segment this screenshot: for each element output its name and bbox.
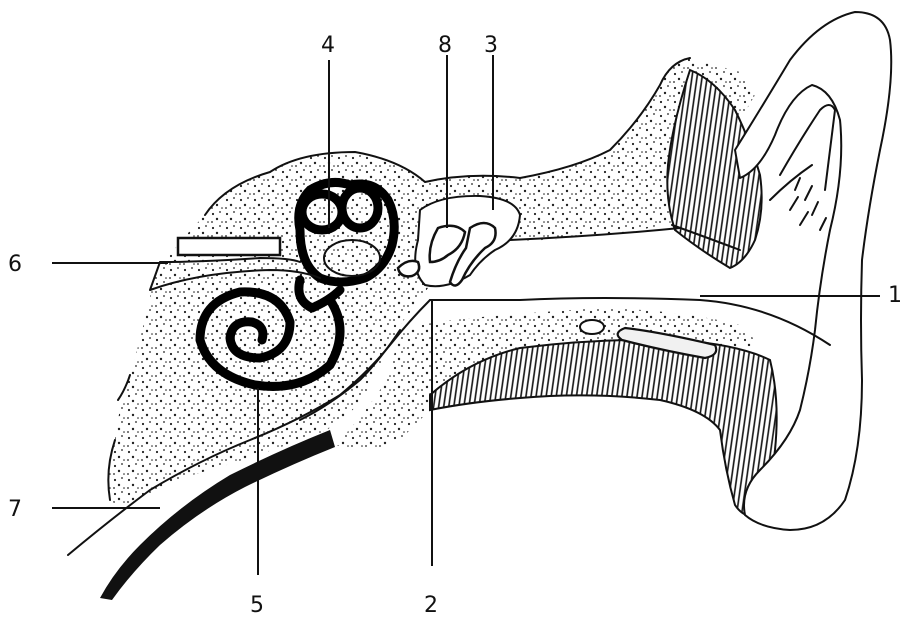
label-4: 4 xyxy=(321,33,335,58)
label-3: 3 xyxy=(484,33,498,58)
label-5: 5 xyxy=(250,593,264,618)
label-2: 2 xyxy=(424,593,438,618)
small-bone-nodule xyxy=(580,320,604,334)
label-1: 1 xyxy=(888,283,902,308)
label-7: 7 xyxy=(8,497,22,522)
label-6: 6 xyxy=(8,252,22,277)
lower-cartilage xyxy=(430,340,777,517)
auricle-shading xyxy=(790,178,826,230)
label-8: 8 xyxy=(438,33,452,58)
internal-auditory-canal xyxy=(178,238,280,255)
